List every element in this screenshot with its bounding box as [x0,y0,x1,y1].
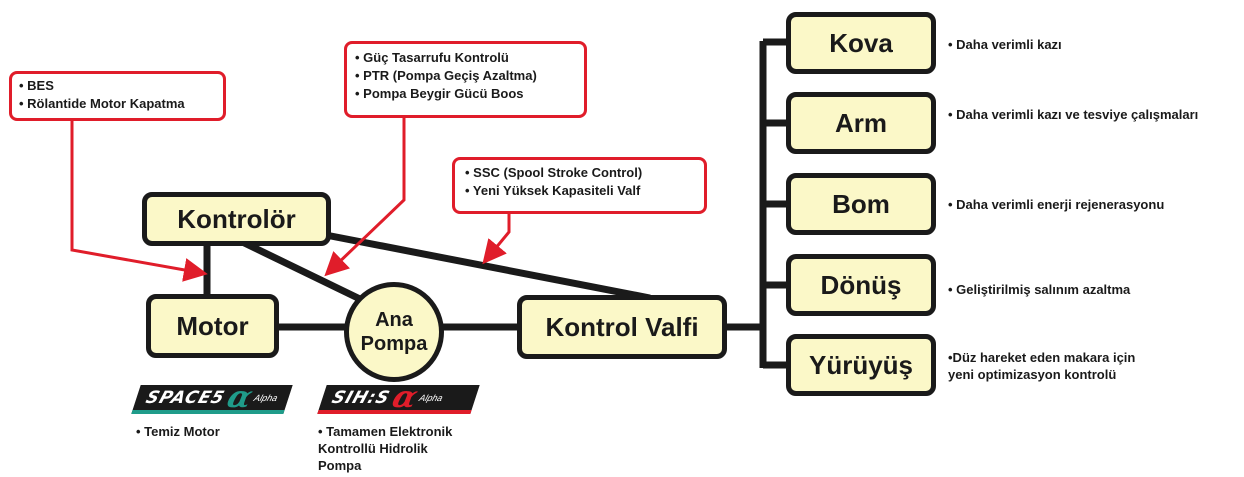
controller-box: Kontrolör [142,192,331,246]
valve-callout-item: • SSC (Spool Stroke Control) [465,165,643,180]
pump-callout-item: • Pompa Beygir Gücü Boos [355,86,524,101]
sihs-alpha-logo: SIH:S α Alpha [317,379,480,415]
logo-text: SIH:S [329,387,393,408]
alpha-icon: α [387,379,423,415]
logo-text: SPACE5 [143,387,228,408]
main-pump: Ana Pompa [344,282,444,382]
valve-callout: • SSC (Spool Stroke Control) • Yeni Yüks… [452,157,707,214]
function-note-donus: • Geliştirilmiş salınım azaltma [948,282,1131,297]
function-note-yuruyus: •Düz hareket eden makara için yeni optim… [948,349,1135,383]
function-label: Kova [829,27,893,58]
logo-subtext: Alpha [417,392,445,403]
function-note-bom: • Daha verimli enerji rejenerasyonu [948,197,1165,212]
function-box-kova: Kova [786,12,936,74]
pump-label-line1: Ana [375,309,413,331]
function-box-bom: Bom [786,173,936,235]
pump-note-line: • Tamamen Elektronik [318,424,453,439]
pump-callout-item: • PTR (Pompa Geçiş Azaltma) [355,68,537,83]
line-controller-pump [228,232,364,304]
engine-callout-item: • BES [19,78,54,93]
pump-callout-item: • Güç Tasarrufu Kontrolü [355,50,509,65]
motor-label: Motor [176,310,249,341]
function-note-line: •Düz hareket eden makara için [948,350,1136,365]
alpha-icon: α [222,379,258,415]
function-note-kova: • Daha verimli kazı [948,37,1062,52]
controller-label: Kontrolör [177,203,296,234]
pump-note-line: Kontrollü Hidrolik [318,441,428,456]
pump-note-line: Pompa [318,458,362,473]
pump-callout: • Güç Tasarrufu Kontrolü • PTR (Pompa Ge… [344,41,587,118]
engine-callout-item: • Rölantide Motor Kapatma [19,96,185,111]
function-label: Arm [834,107,887,138]
engine-callout: • BES • Rölantide Motor Kapatma [9,71,226,121]
function-box-arm: Arm [786,92,936,154]
function-label: Dönüş [820,269,902,300]
function-note-arm: • Daha verimli kazı ve tesviye çalışmala… [948,107,1199,122]
line-controller-valve [299,226,651,302]
arrow-valve-callout [482,214,511,265]
space5-alpha-logo: SPACE5 α Alpha [131,379,293,415]
function-box-yuruyus: Yürüyüş [786,334,936,396]
control-valve-label: Kontrol Valfi [545,311,699,342]
pump-note: • Tamamen Elektronik Kontrollü Hidrolik … [318,423,452,474]
motor-box: Motor [146,294,279,358]
motor-note: • Temiz Motor [136,424,220,439]
function-box-donus: Dönüş [786,254,936,316]
arrow-engine-callout [70,121,208,282]
valve-callout-item: • Yeni Yüksek Kapasiteli Valf [465,183,641,198]
arrow-pump-callout [324,118,406,277]
function-label: Bom [832,188,890,219]
function-note-line: yeni optimizasyon kontrolü [948,367,1117,382]
control-valve-box: Kontrol Valfi [517,295,727,359]
function-label: Yürüyüş [808,349,914,380]
pump-label-line2: Pompa [360,333,428,355]
logo-subtext: Alpha [252,392,280,403]
